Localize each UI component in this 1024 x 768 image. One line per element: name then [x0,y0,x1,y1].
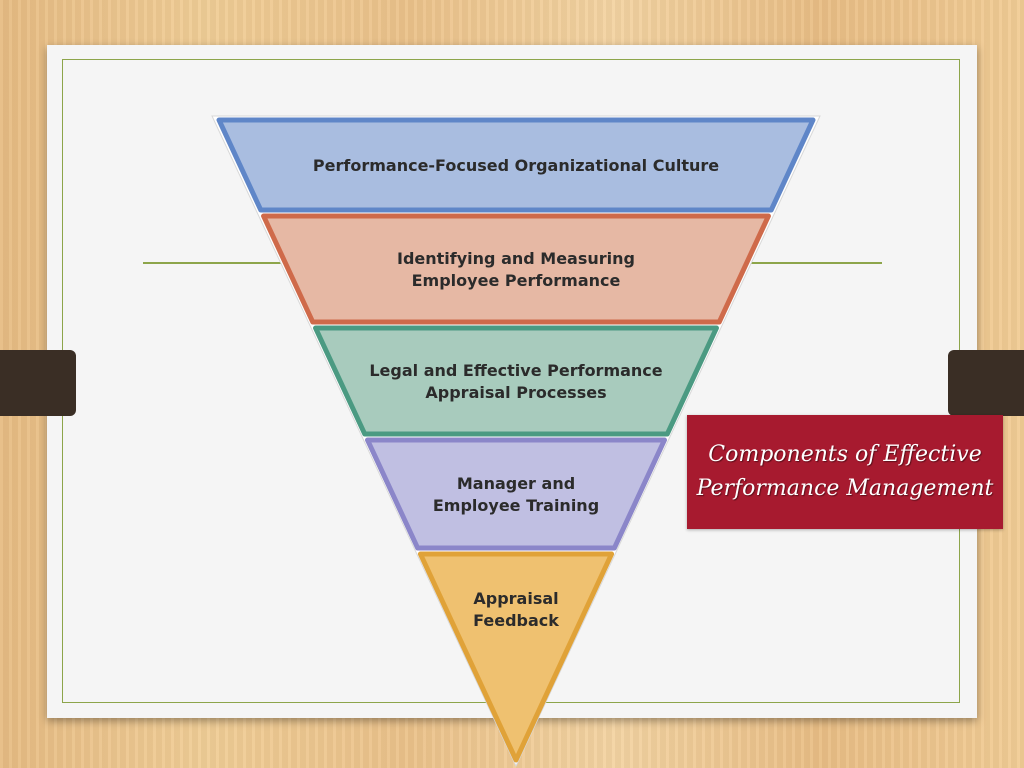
title-line-2: Performance Management [696,476,994,501]
decorative-rule-left [143,262,283,264]
side-tab-right [948,350,1024,416]
decorative-rule-right [745,262,882,264]
pyramid-layer-1-label-line-1: Performance-Focused Organizational Cultu… [313,156,719,175]
pyramid-layer-2 [261,213,771,325]
pyramid-layer-4-label-line-2: Employee Training [433,496,599,515]
pyramid-layer-5-label-line-2: Feedback [473,611,559,630]
pyramid-layer-3-label-line-2: Appraisal Processes [425,383,606,402]
pyramid-layer-2-label-line-1: Identifying and Measuring [397,249,635,268]
side-tab-left [0,350,76,416]
title-box: Components of Effective Performance Mana… [687,415,1003,529]
pyramid-layer-5 [417,551,615,763]
pyramid-layer-1 [216,117,816,213]
pyramid-layer-4 [365,437,667,551]
title-line-1: Components of Effective [708,442,982,467]
pyramid-layer-4-label-line-1: Manager and [457,474,575,493]
pyramid-layer-3 [313,325,719,437]
pyramid-layer-2-label-line-2: Employee Performance [412,271,621,290]
pyramid-layer-3-label-line-1: Legal and Effective Performance [369,361,662,380]
pyramid-layers: Performance-Focused Organizational Cultu… [216,117,816,763]
pyramid-layer-5-label-line-1: Appraisal [473,589,558,608]
